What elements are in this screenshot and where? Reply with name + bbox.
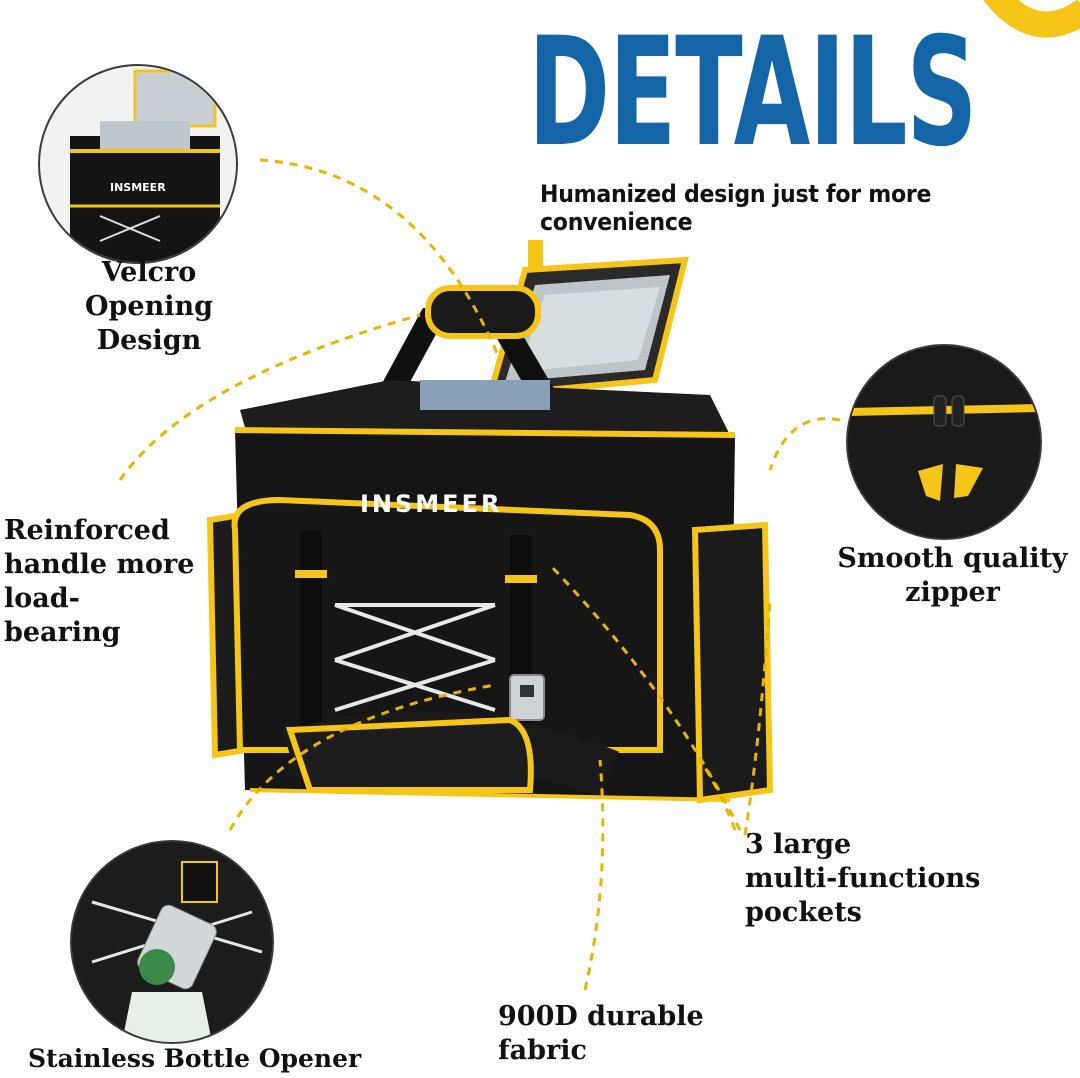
pockets-label: 3 large multi-functions pockets — [745, 829, 981, 928]
open-lid-flap — [485, 240, 689, 399]
zipper-line — [768, 417, 841, 471]
pockets-line-b — [743, 599, 772, 836]
opener-line — [228, 683, 496, 831]
pockets-line-a — [548, 563, 742, 831]
velcro-detail-circle: INSMEER — [38, 64, 238, 264]
fabric-label: 900D durable fabric — [498, 1001, 704, 1066]
bottle-opener-detail-circle — [70, 840, 274, 1044]
zipper-detail-circle — [846, 344, 1042, 540]
brand-logo: INSMEER — [360, 490, 503, 518]
handle-line — [118, 313, 421, 481]
svg-text:INSMEER: INSMEER — [110, 181, 166, 194]
velcro-label: Velcro Opening Design — [85, 257, 213, 356]
cooler-bag-image — [206, 240, 774, 804]
page-subtitle: Humanized design just for more convenien… — [540, 180, 932, 236]
zipper-label: Smooth quality zipper — [837, 543, 1068, 608]
pockets-line-c — [698, 759, 737, 831]
velcro-line — [259, 158, 502, 361]
handle-label: Reinforced handle more load- bearing — [4, 515, 195, 648]
fabric-line — [583, 759, 605, 991]
bottle-opener-label: Stainless Bottle Opener — [28, 1044, 362, 1073]
decorative-arc — [983, 0, 1080, 38]
